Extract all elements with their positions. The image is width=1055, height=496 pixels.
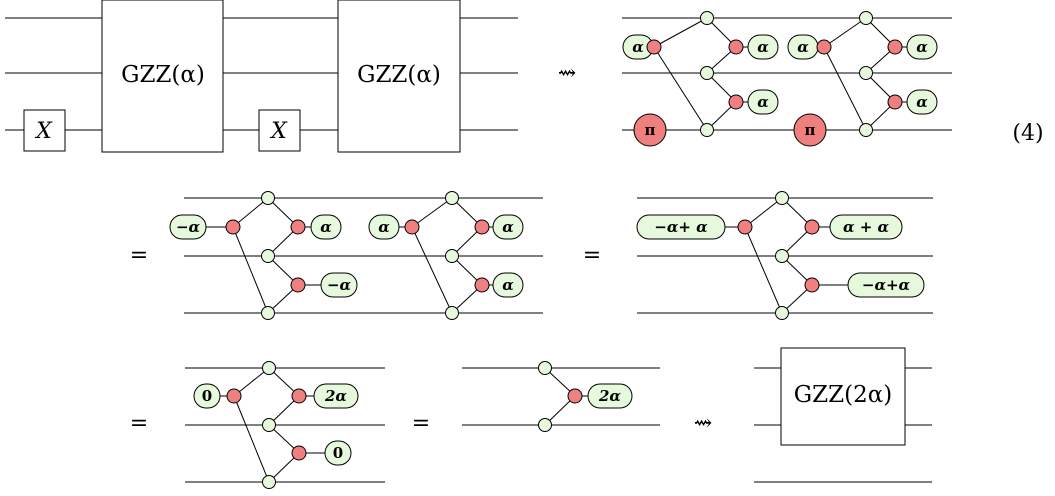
circuit-result: GZZ(2α)	[754, 347, 932, 483]
equals-1: =	[130, 243, 148, 268]
svg-text:α: α	[797, 38, 809, 56]
svg-text:α: α	[378, 218, 390, 236]
zx-diagram-4: 0 2α 0	[185, 361, 385, 489]
svg-text:α: α	[320, 218, 332, 236]
equation-number: (4)	[1012, 121, 1043, 146]
zx-diagram-2: −α α −α α α α	[169, 191, 543, 320]
circuit-left: X GZZ(α) X GZZ(α)	[5, 0, 518, 153]
svg-text:−α+α: −α+α	[862, 276, 911, 294]
rewrite-arrow-1: ⇝	[558, 61, 576, 86]
gzz-gate-1-label: GZZ(α)	[121, 62, 205, 88]
svg-text:α: α	[632, 38, 644, 56]
svg-text:α: α	[916, 93, 928, 111]
gzz-2alpha-label: GZZ(2α)	[794, 382, 892, 408]
rewrite-arrow-2: ⇝	[694, 411, 712, 436]
svg-text:α: α	[757, 38, 769, 56]
pi-spider-2	[793, 113, 827, 147]
zx-diagram-5: 2α	[462, 361, 660, 432]
svg-text:0: 0	[202, 387, 212, 405]
equals-2: =	[583, 243, 601, 268]
svg-text:2α: 2α	[324, 387, 347, 405]
svg-text:−α: −α	[176, 218, 201, 236]
zx-diagram-1: α α α π α α α π	[622, 11, 952, 147]
svg-text:0: 0	[333, 444, 343, 462]
svg-text:2α: 2α	[598, 387, 621, 405]
x-gate-1-label: X	[34, 119, 53, 144]
svg-text:α: α	[916, 38, 928, 56]
svg-text:α: α	[502, 218, 514, 236]
x-gate-2-label: X	[269, 119, 288, 144]
gzz-2alpha-gate	[780, 347, 906, 446]
x-gate-1	[23, 109, 66, 152]
svg-text:−α: −α	[327, 276, 352, 294]
svg-text:−α+ α: −α+ α	[654, 218, 708, 236]
svg-text:π: π	[805, 121, 816, 139]
gzz-gate-2-label: GZZ(α)	[357, 62, 441, 88]
zx-diagram-3: −α+ α α + α −α+α	[636, 191, 933, 320]
x-gate-2	[258, 109, 301, 152]
gzz-gate-1	[101, 0, 224, 153]
equals-4: =	[412, 411, 430, 436]
svg-text:α: α	[757, 93, 769, 111]
svg-text:α + α: α + α	[843, 218, 890, 236]
pi-spider-1	[633, 113, 667, 147]
svg-text:α: α	[502, 276, 514, 294]
equals-3: =	[130, 411, 148, 436]
svg-text:π: π	[645, 121, 656, 139]
gzz-gate-2	[337, 0, 461, 153]
